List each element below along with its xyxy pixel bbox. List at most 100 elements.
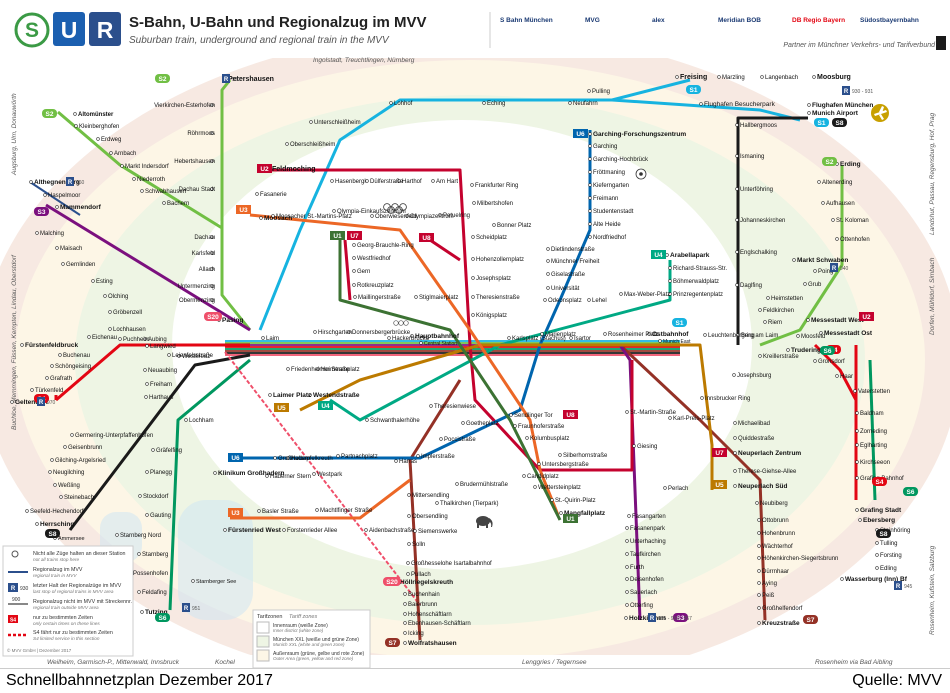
station-dot (407, 514, 411, 518)
station-dot (29, 180, 33, 184)
station-label: Rosenheimer Platz (608, 332, 659, 338)
station-label: Partnachplatz (341, 454, 378, 460)
station-dot (53, 483, 57, 487)
station-dot (210, 284, 214, 288)
station-dot (558, 453, 562, 457)
station-dot (191, 579, 195, 583)
station-label: Universität (551, 286, 580, 292)
station-dot (167, 353, 171, 357)
station-label: Freiham (150, 382, 172, 388)
station-dot (550, 498, 554, 502)
edge-label-left-bottom: Buchloe, Memmingen, Füssen, Kempten, Lin… (11, 254, 18, 430)
station-dot (875, 566, 879, 570)
station-label: Leienfelsstraße (172, 353, 214, 359)
station-label: Innsbrucker Ring (705, 396, 750, 402)
station-label: Haar (840, 374, 853, 380)
station-label: Wächterhof (762, 544, 793, 550)
station-label: Lehel (592, 298, 607, 304)
station-dot (546, 259, 550, 263)
station-label: St. Koloman (836, 218, 869, 224)
station-dot (757, 556, 761, 560)
line-badge-u3: U3 (236, 205, 251, 214)
station-label: Freimann (593, 196, 618, 202)
station-label: Gronsdorf (818, 359, 845, 365)
station-dot (588, 170, 592, 174)
station-dot (210, 267, 214, 271)
station-label: Obersendling (412, 514, 448, 520)
station-label: Westfriedhof (357, 256, 391, 262)
station-dot (840, 577, 844, 581)
station-label: Harthof (402, 179, 422, 185)
line-badge-u8: U8 (419, 233, 434, 242)
station-label: Berg am Laim (741, 333, 778, 339)
station-dot (103, 294, 107, 298)
station-dot (835, 237, 839, 241)
station-dot (35, 522, 39, 526)
station-dot (138, 494, 142, 498)
station-label: Münchner Freiheit (551, 259, 600, 265)
station-dot (87, 335, 91, 339)
station-label: Lochhausen (113, 327, 146, 333)
route-s7 (618, 343, 767, 621)
line-badge-u8: U8 (563, 410, 578, 419)
station-label: Schwabhausen (145, 189, 186, 195)
station-label: Josephsplatz (476, 276, 511, 282)
svg-text:S7: S7 (389, 640, 397, 647)
station-label: Laimer Platz (273, 392, 312, 399)
station-dot (210, 187, 214, 191)
station-label: Siemenswerke (418, 529, 458, 535)
station-label: Mittersendling (412, 493, 449, 499)
svg-text:S3: S3 (677, 615, 685, 622)
station-dot (757, 531, 761, 535)
station-label: Ebenhausen-Schäftlarn (408, 621, 471, 627)
station-label: Candidplatz (527, 474, 559, 480)
station-label: Garching (593, 144, 617, 150)
legend-text: Nicht alle Züge halten an dieser Station (33, 551, 126, 557)
transit-map: S U R S-Bahn, U-Bahn und Regionalzug im … (0, 12, 950, 668)
station-dot (223, 528, 227, 532)
edge-label-bottom-left: Weilheim, Garmisch-P., Mittenwald, Innsb… (47, 659, 180, 666)
station-label: Holzapfelkreuth (291, 456, 333, 462)
station-label: Steinebach (64, 495, 94, 501)
line-badge-s7: S7 (803, 615, 818, 624)
station-dot (330, 179, 334, 183)
station-label: Milbertshofen (477, 201, 513, 207)
station-label: Harthaus (149, 395, 173, 401)
station-dot (522, 474, 526, 478)
partner-logo: Meridian BOB (718, 17, 761, 24)
station-label: Hohenschäftlarn (408, 612, 452, 618)
station-label: Petershausen (228, 76, 274, 83)
route-u7 (343, 239, 352, 301)
station-dot (588, 196, 592, 200)
route-u2 (260, 168, 634, 472)
station-label: Basler Straße (262, 509, 299, 515)
route-u3 (249, 213, 560, 516)
line-badge-u6: U6 (228, 453, 243, 462)
station-label: Flughafen München (812, 102, 873, 109)
edge-label-left-top: Augsburg, Ulm, Donauwörth (11, 93, 18, 176)
station-dot (429, 404, 433, 408)
station-dot (855, 429, 859, 433)
station-label: Feldkirchen (763, 308, 794, 314)
station-dot (757, 581, 761, 585)
station-dot (151, 448, 155, 452)
zone-legend-title-en: Tariff zones (289, 614, 317, 620)
caption-title: Schnellbahnnetzplan Dezember 2017 (6, 672, 273, 689)
station-label: Hauptbahnhof (415, 333, 460, 340)
station-label: Ammersee (58, 536, 85, 542)
route-u3 (230, 478, 411, 520)
station-dot (471, 313, 475, 317)
legend-text: only certain times on these lines (33, 621, 100, 626)
station-dot (286, 456, 290, 460)
svg-text:R: R (39, 400, 44, 406)
station-label: Olympia-Einkaufszentrum (337, 209, 406, 215)
svg-text:S2: S2 (46, 111, 54, 118)
station-dot (625, 539, 629, 543)
station-label: Unterhaching (630, 539, 666, 545)
station-label: Edling (880, 566, 897, 572)
station-dot (145, 513, 149, 517)
edge-label-bottom-right: Rosenheim via Bad Aibling (815, 659, 893, 666)
legend-route-num: 930 (20, 586, 29, 592)
station-label: Dülferstraße (370, 179, 404, 185)
